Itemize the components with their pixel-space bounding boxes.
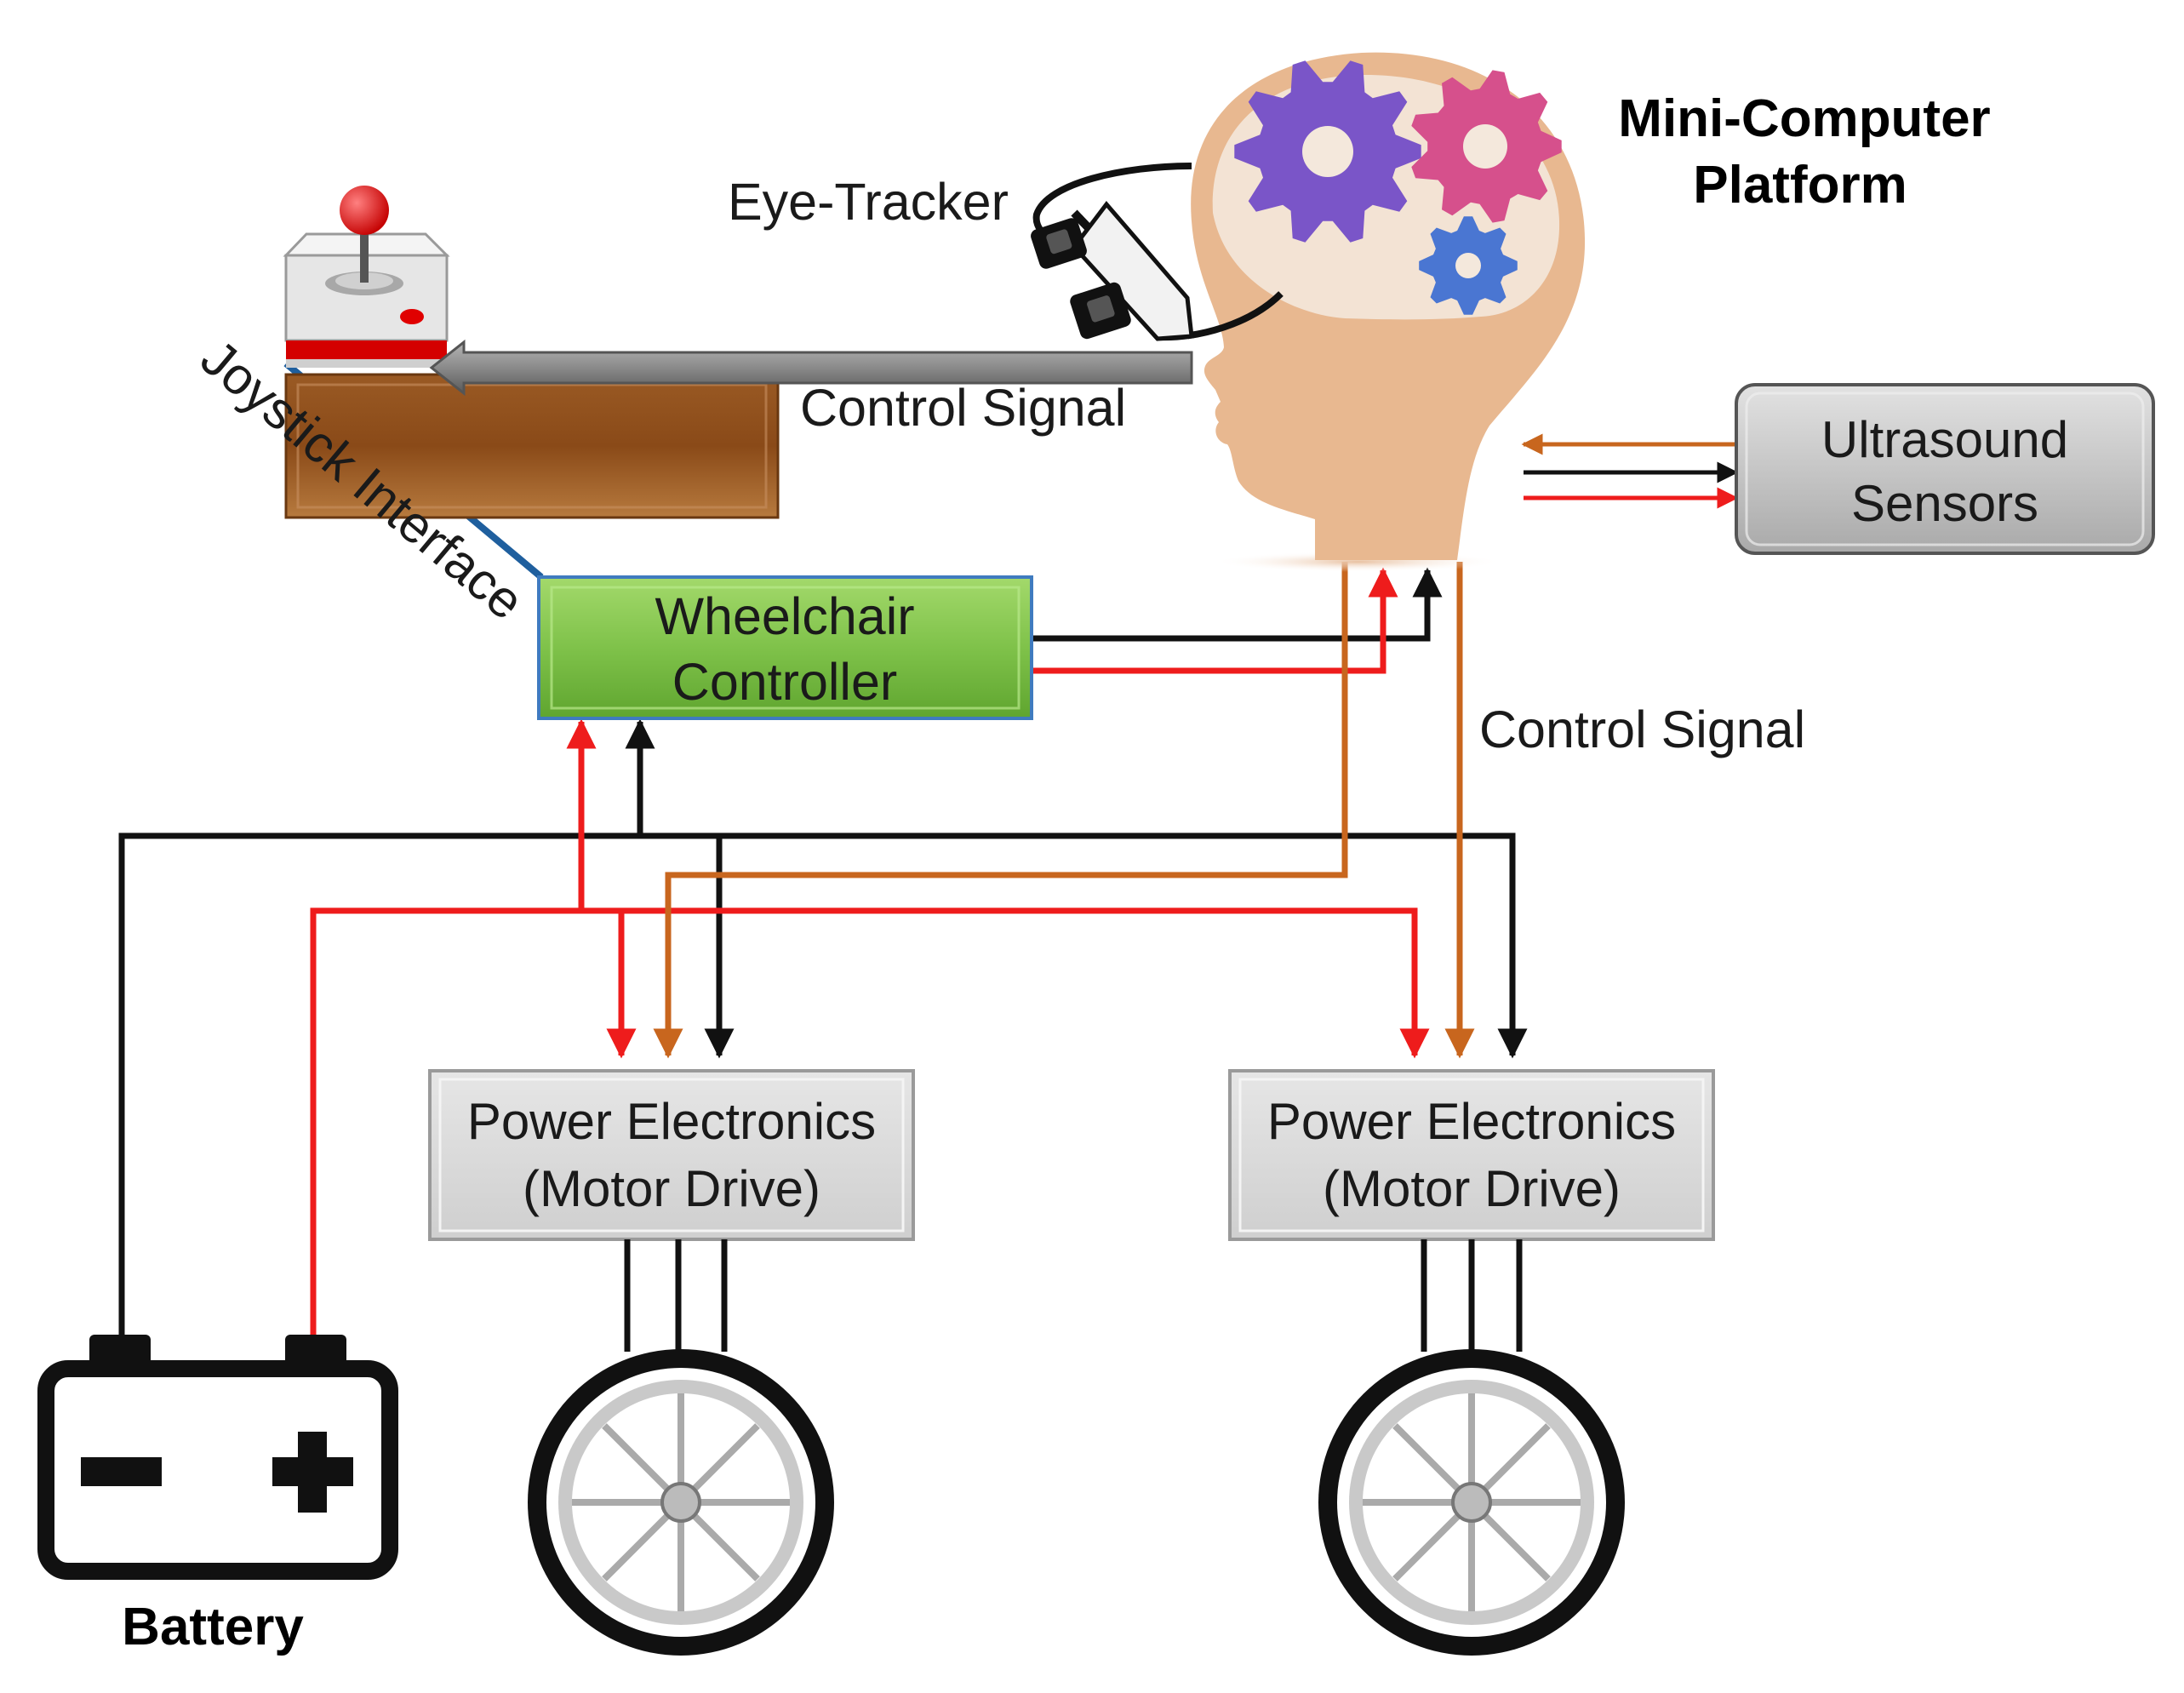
control-signal-top-label: Control Signal [800,379,1126,437]
power-electronics-left-box: Power Electronics (Motor Drive) [428,1069,915,1241]
control-signal-right-label: Control Signal [1479,701,1805,758]
motor-leads [624,1239,1523,1352]
ultrasound-label-line1: Ultrasound [1821,411,2068,468]
control-signal-arrow-to-joystick [429,339,1193,397]
controller-label-line1: Wheelchair [655,587,914,645]
controller-to-head-red [1032,567,1398,674]
eye-tracker-label: Eye-Tracker [728,173,1009,231]
platform-label-line2: Platform [1693,156,1907,214]
control-signal-left-drive [653,562,1348,1059]
pe-right-label-line2: (Motor Drive) [1323,1160,1621,1217]
battery-icon [37,1335,398,1580]
controller-to-head-black [1032,567,1443,642]
battery-label: Battery [122,1598,304,1656]
joystick-icon [283,186,780,519]
battery-positive-bus [310,907,1430,1335]
controller-label-line2: Controller [672,653,897,711]
eye-tracker-glasses-icon [1031,163,1284,341]
gear-blue-hole [1455,253,1481,278]
gear-pink-hole [1463,124,1507,169]
platform-label-line1: Mini-Computer [1618,89,1990,148]
joystick-base-wood [284,373,780,519]
gear-icon [1234,60,1562,315]
pe-right-label-line1: Power Electronics [1267,1093,1676,1150]
wheel-icon [528,1349,834,1656]
gear-purple-hole [1302,126,1353,177]
power-electronics-right-box: Power Electronics (Motor Drive) [1228,1069,1715,1241]
pe-left-label-line2: (Motor Drive) [523,1160,820,1217]
pe-left-label-line1: Power Electronics [467,1093,876,1150]
battery-minus-sign [81,1457,162,1486]
wheel-icon [1318,1349,1625,1656]
ultrasound-sensors-box: Ultrasound Sensors [1735,383,2155,555]
battery-plus-vertical [298,1432,327,1513]
battery-negative-bus [118,832,1528,1335]
wheelchair-controller-box: Wheelchair Controller [537,575,1033,720]
ultrasound-label-line2: Sensors [1851,475,2038,532]
